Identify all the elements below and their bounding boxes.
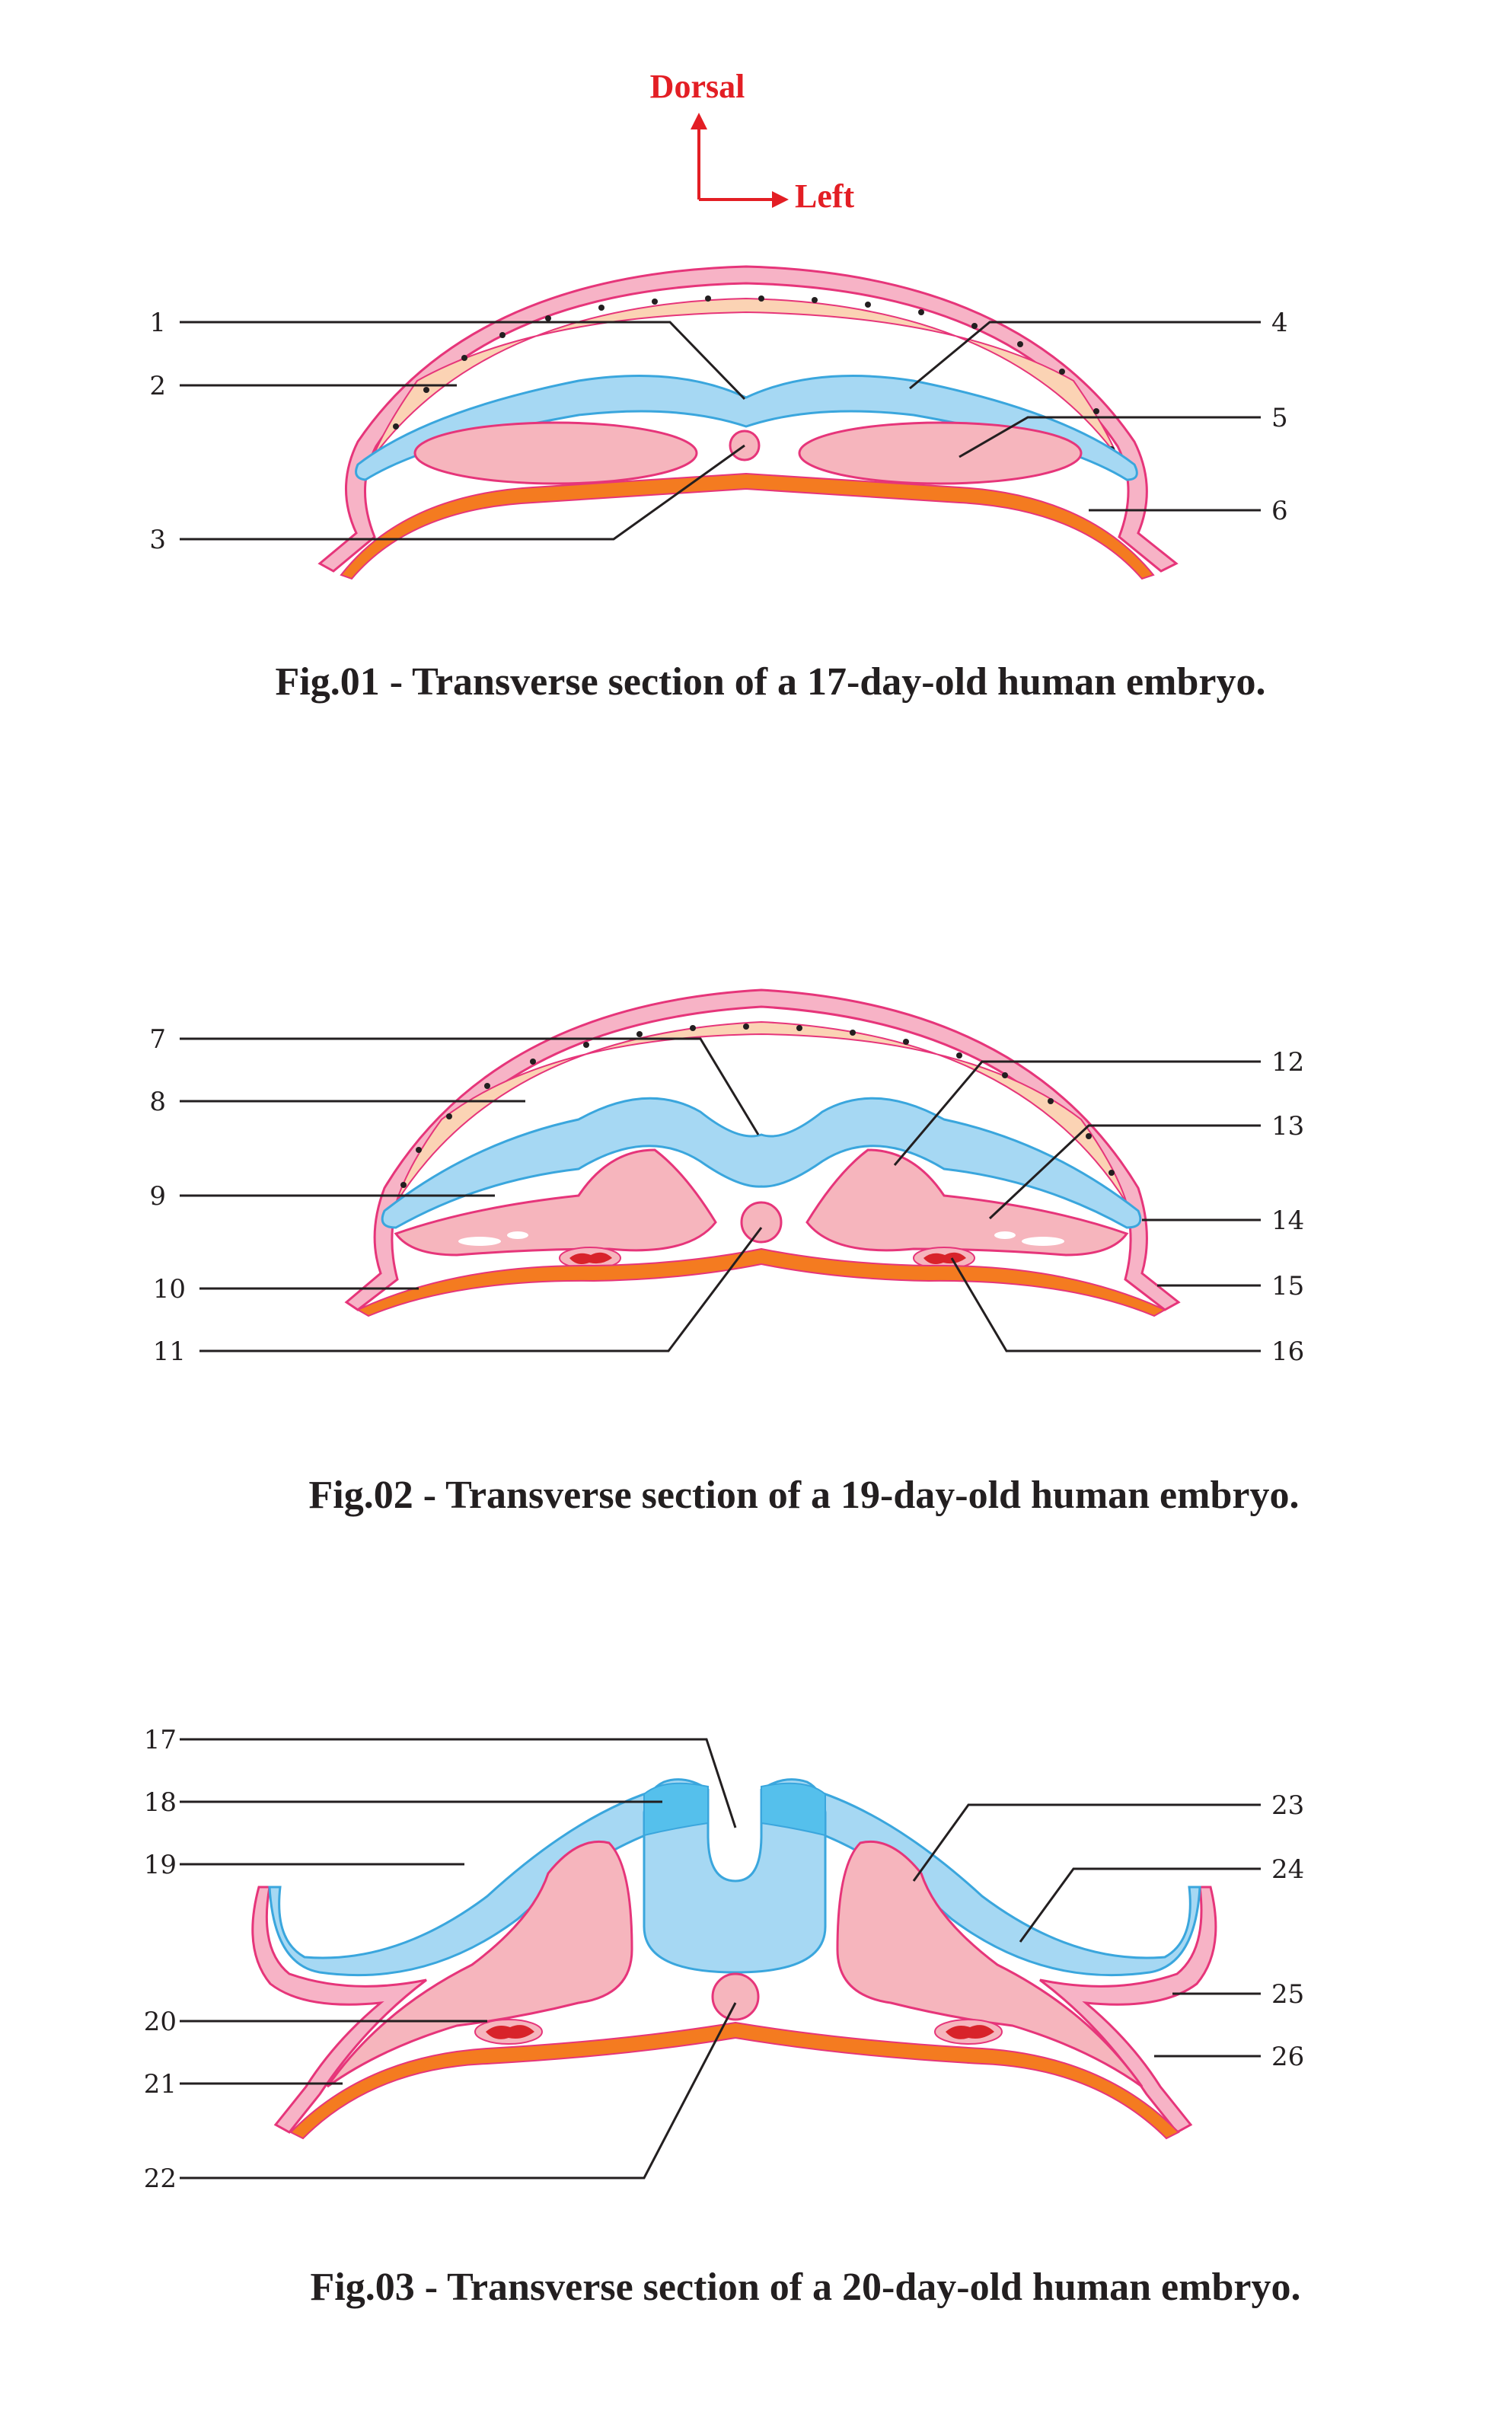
fig01-leader-4	[909, 321, 1261, 390]
fig03-ectoderm-left	[251, 1886, 427, 2134]
fig01-label-2: 2	[149, 371, 166, 401]
orientation-left-label: Left	[795, 177, 855, 215]
fig02-coelom-right-2	[994, 1231, 1016, 1239]
orientation-dorsal-label: Dorsal	[650, 68, 745, 105]
left-arrowhead-icon	[772, 191, 789, 208]
fig01-label-4: 4	[1271, 308, 1288, 338]
orientation-indicator: Dorsal Left	[650, 68, 855, 215]
fig02-coelom-right	[1022, 1237, 1064, 1246]
fig01-amnion-nuclei	[378, 295, 1115, 468]
fig03-neural-fold-left	[268, 1784, 710, 1977]
fig02-leader-12	[893, 1060, 1261, 1166]
fig01-label-6: 6	[1271, 496, 1288, 526]
fig03-ectoderm-right	[1039, 1886, 1217, 2134]
fig01-label-3: 3	[149, 525, 166, 555]
fig03-neural-crest-left	[643, 1782, 709, 1837]
fig03-notochord	[711, 1972, 760, 2021]
fig03-mesoderm-left	[326, 1840, 633, 2088]
fig02-endoderm	[356, 1247, 1167, 1317]
fig02-amnion-cells	[395, 1020, 1128, 1204]
fig03-neural-crest-right	[761, 1782, 826, 1837]
fig02-label-14: 14	[1271, 1206, 1304, 1236]
fig02-label-15: 15	[1271, 1271, 1304, 1301]
fig02-coelom-left	[458, 1237, 501, 1246]
figure-01: 1 2 3 4 5 6 Fig.01 - Transverse section …	[149, 265, 1288, 704]
fig03-blood-island-right	[934, 2019, 1003, 2045]
fig01-mesoderm-right	[798, 421, 1083, 485]
dorsal-arrowhead-icon	[691, 113, 707, 129]
fig03-label-22: 22	[144, 2164, 177, 2194]
fig02-mesoderm-left	[394, 1148, 717, 1257]
fig03-label-19: 19	[144, 1850, 177, 1880]
fig01-endoderm	[340, 472, 1155, 580]
fig02-neural-plate	[381, 1097, 1142, 1229]
fig02-label-12: 12	[1271, 1047, 1304, 1078]
fig01-label-1: 1	[149, 308, 166, 338]
fig03-label-26: 26	[1271, 2042, 1304, 2072]
fig03-label-18: 18	[144, 1787, 177, 1818]
fig01-mesoderm-left	[413, 421, 698, 485]
fig02-mesoderm-right	[805, 1148, 1129, 1257]
fig02-notochord	[740, 1201, 783, 1244]
fig01-amnion-cells	[372, 297, 1118, 458]
fig01-leader-1	[180, 321, 746, 401]
fig02-leader-13	[988, 1124, 1261, 1220]
fig03-label-24: 24	[1271, 1854, 1304, 1885]
fig03-neural-groove	[643, 1778, 827, 1974]
fig03-endoderm	[289, 2021, 1180, 2140]
fig03-leader-24	[1019, 1867, 1261, 1943]
fig03-label-21: 21	[144, 2069, 177, 2100]
fig02-label-10: 10	[153, 1274, 186, 1304]
fig02-label-8: 8	[149, 1087, 166, 1117]
fig03-neural-fold-right	[760, 1784, 1201, 1977]
fig02-label-7: 7	[149, 1024, 166, 1055]
fig03-leader-17	[180, 1738, 737, 1828]
fig01-caption: Fig.01 - Transverse section of a 17-day-…	[276, 660, 1266, 704]
fig03-label-17: 17	[144, 1725, 177, 1755]
fig02-label-16: 16	[1271, 1336, 1304, 1367]
fig03-caption: Fig.03 - Transverse section of a 20-day-…	[311, 2266, 1301, 2309]
fig03-label-23: 23	[1271, 1790, 1304, 1821]
fig03-label-25: 25	[1271, 1979, 1304, 2010]
fig02-leader-7	[180, 1037, 760, 1135]
fig03-label-20: 20	[144, 2007, 177, 2037]
fig02-caption: Fig.02 - Transverse section of a 19-day-…	[309, 1474, 1300, 1517]
fig03-mesoderm-right	[836, 1840, 1144, 2088]
fig02-amnion-nuclei	[400, 1023, 1115, 1188]
fig02-leader-11	[199, 1227, 763, 1352]
fig02-label-11: 11	[153, 1336, 186, 1367]
fig02-coelom-left-2	[507, 1231, 528, 1239]
fig02-leader-16	[950, 1257, 1261, 1352]
fig03-leader-23	[912, 1803, 1261, 1882]
fig02-label-9: 9	[149, 1181, 166, 1212]
fig01-neural-plate	[355, 375, 1138, 481]
fig03-leader-22	[180, 2002, 737, 2179]
figure-03: 17 18 19 20 21 22 23 24 25 26 Fig.03 - T…	[144, 1725, 1305, 2309]
fig01-label-5: 5	[1271, 403, 1288, 433]
fig01-leader-5	[959, 416, 1261, 458]
fig03-blood-island-left	[474, 2019, 543, 2045]
fig01-amnion	[317, 265, 1179, 573]
fig01-leader-3	[180, 444, 745, 541]
fig02-label-13: 13	[1271, 1111, 1304, 1142]
figure-02: 7 8 9 10 11 12 13 14 15 16 Fig.02 - Tran…	[149, 988, 1304, 1517]
